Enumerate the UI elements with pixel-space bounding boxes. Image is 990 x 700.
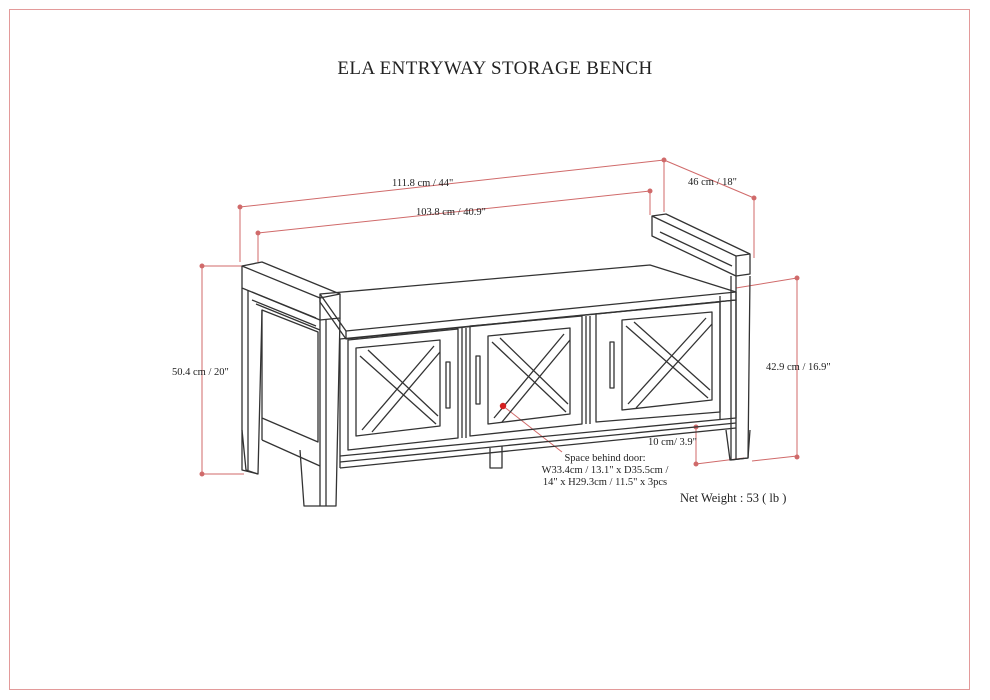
space-marker-dot <box>499 402 507 410</box>
space-note-line-2: W33.4cm / 13.1" x D35.5cm / <box>542 465 669 476</box>
bench-line-art <box>241 213 751 507</box>
space-note-line-3: 14" x H29.3cm / 11.5" x 3pcs <box>543 477 667 488</box>
depth-label: 46 cm / 18" <box>688 177 737 188</box>
dimension-lines <box>199 157 800 477</box>
page-border <box>9 9 970 690</box>
clearance-label: 10 cm/ 3.9" <box>648 437 697 448</box>
overall-height-label: 50.4 cm / 20" <box>172 367 229 378</box>
seat-width-label: 103.8 cm / 40.9" <box>416 207 486 218</box>
diagram-title: ELA ENTRYWAY STORAGE BENCH <box>337 58 653 79</box>
overall-width-label: 111.8 cm / 44" <box>392 178 453 189</box>
net-weight-label: Net Weight : 53 ( lb ) <box>680 491 786 505</box>
space-note-line-1: Space behind door: <box>564 453 645 464</box>
seat-height-label: 42.9 cm / 16.9" <box>766 362 831 373</box>
